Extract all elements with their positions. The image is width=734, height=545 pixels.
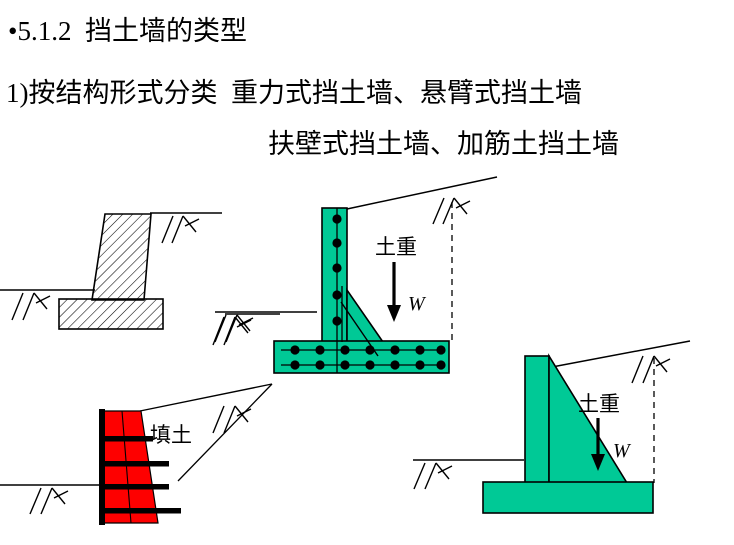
counterfort-buttress bbox=[548, 353, 629, 484]
rebar-dot bbox=[332, 316, 342, 326]
rebar-dot bbox=[332, 214, 342, 224]
diagram-reinforced-earth-wall bbox=[0, 383, 273, 525]
rebar-dot bbox=[332, 238, 342, 248]
rebar-dot bbox=[332, 290, 342, 300]
subheading-line-2: 扶壁式挡土墙、加筋土挡土墙 bbox=[268, 129, 619, 159]
soil-weight-label-cantilever: 土重 bbox=[375, 235, 417, 259]
wall-facing-edge bbox=[99, 409, 105, 525]
ground-line-left-2 bbox=[214, 311, 317, 343]
rebar-dot bbox=[332, 263, 342, 273]
ground-line-upper-right bbox=[150, 212, 222, 244]
backfill-label-reinforced: 填土 bbox=[150, 423, 192, 447]
backfill-slope-line bbox=[346, 176, 498, 210]
backfill-slope-line-3 bbox=[139, 383, 273, 412]
rebar-dot bbox=[290, 360, 300, 370]
ground-symbol-slope-3 bbox=[212, 405, 252, 434]
diagram-gravity-wall bbox=[0, 212, 280, 346]
ground-line-left-3 bbox=[0, 484, 103, 515]
rebar-dot bbox=[390, 345, 400, 355]
soil-weight-arrow bbox=[387, 262, 401, 322]
soil-weight-arrow-4 bbox=[591, 418, 605, 471]
cantilever-haunch bbox=[346, 287, 385, 343]
ground-line-lower-right bbox=[212, 313, 280, 346]
force-w-label-counterfort: W bbox=[613, 440, 630, 462]
gravity-wall-footing bbox=[58, 298, 164, 330]
diagram-cantilever-wall bbox=[214, 176, 498, 374]
ground-symbol-slope bbox=[432, 197, 471, 225]
reinforcement-strip bbox=[101, 508, 181, 514]
rebar-dot bbox=[390, 360, 400, 370]
force-w-label-cantilever: W bbox=[408, 293, 425, 315]
panel-joint-line bbox=[121, 410, 132, 524]
ground-symbol-slope-4 bbox=[631, 355, 671, 384]
rebar-dot bbox=[290, 345, 300, 355]
reinforcement-strip bbox=[101, 484, 169, 490]
reinforcement-strip bbox=[101, 436, 153, 442]
rebar-dot bbox=[315, 360, 325, 370]
diagram-counterfort-wall bbox=[413, 340, 691, 514]
subheading-line-1: 1)按结构形式分类 重力式挡土墙、悬臂式挡土墙 bbox=[6, 78, 582, 108]
rebar-dot bbox=[415, 345, 425, 355]
backfill-slope-line-4 bbox=[551, 340, 691, 368]
counterfort-stem bbox=[524, 355, 550, 484]
ground-line-left bbox=[0, 289, 95, 321]
reinforcement-strip bbox=[101, 461, 169, 467]
gravity-wall-stem bbox=[91, 213, 152, 301]
ground-line-left-4 bbox=[413, 459, 524, 490]
soil-weight-label-counterfort: 土重 bbox=[578, 392, 620, 416]
counterfort-footing bbox=[482, 481, 654, 514]
rebar-dot bbox=[415, 360, 425, 370]
rebar-dot bbox=[340, 345, 350, 355]
wedge-line-3 bbox=[177, 383, 273, 482]
rebar-dot bbox=[340, 360, 350, 370]
page-title: •5.1.2 挡土墙的类型 bbox=[8, 16, 247, 46]
rebar-dot bbox=[436, 360, 446, 370]
rebar-dot bbox=[315, 345, 325, 355]
rebar-dot bbox=[365, 345, 375, 355]
rebar-dot bbox=[365, 360, 375, 370]
rebar-dot bbox=[436, 345, 446, 355]
